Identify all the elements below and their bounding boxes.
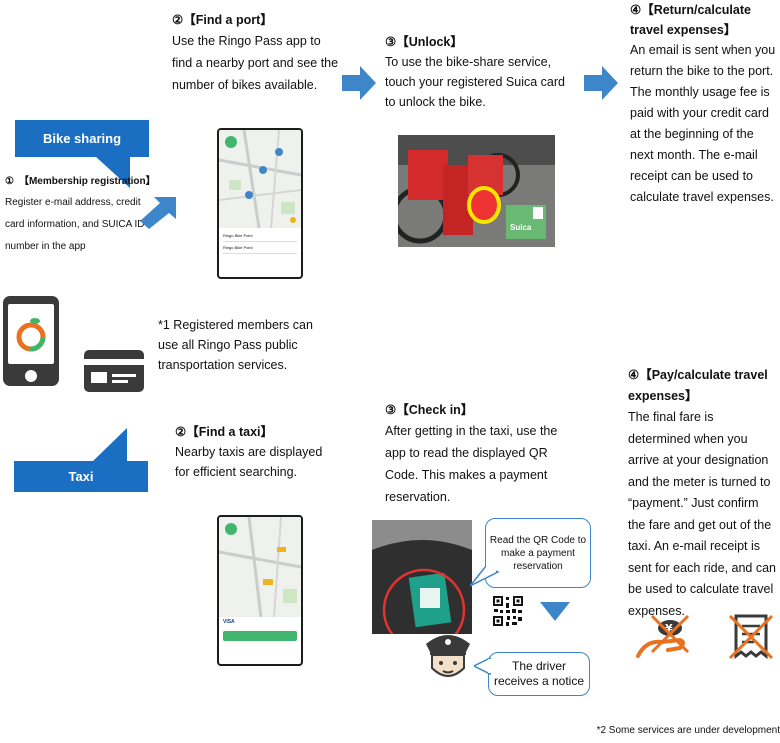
qr-callout: Read the QR Code to make a payment reser… [485,518,591,588]
app-screenshot-bike-map: Ringo Bike Point Ringo Bike Point [217,128,303,279]
bike-photo-art [398,135,555,247]
arrow-down-icon [540,602,570,621]
bike-sharing-label: Bike sharing [15,120,149,157]
taxi-text: Taxi [68,469,94,484]
app-payment-panel: VISA [223,619,297,641]
unlock-body: To use the bike-share service, touch you… [385,55,565,109]
arrow-to-unlock [342,66,376,100]
pay-title: ④【Pay/calculate travel expenses】 [628,368,768,403]
qr-callout-text: Read the QR Code to make a payment reser… [489,534,587,572]
app-map [219,517,301,618]
port-row[interactable]: Ringo Bike Point [223,242,297,254]
find-port-title: ②【Find a port】 [172,13,273,27]
pay-block: ④【Pay/calculate travel expenses】 The fin… [628,365,778,622]
suica-card-text: Suica [510,223,532,232]
unlock-title: ③【Unlock】 [385,35,463,49]
bike-sharing-bubble-tail [95,156,130,188]
return-body: An email is sent when you return the bik… [630,43,776,204]
card-brand-label: VISA [223,619,235,625]
driver-callout-tail [474,656,491,676]
smartphone-screen [8,304,54,364]
bike-sharing-text: Bike sharing [42,131,122,146]
card-line [112,380,128,383]
checkin-body: After getting in the taxi, use the app t… [385,424,558,504]
return-title: ④【Return/calculate travel expenses】 [630,3,751,37]
no-cash-payment-icon: ¥ [636,614,690,658]
driver-callout: The driver receives a notice [488,652,590,696]
ringo-app-logo-icon [16,318,46,352]
unlock-block: ③【Unlock】 To use the bike-share service,… [385,32,565,112]
map-streets [219,517,301,618]
credit-card-icon [84,350,144,392]
bike-unlock-photo: Suica [398,135,555,247]
pay-body: The final fare is determined when you ar… [628,410,777,618]
taxi-driver-icon [426,635,470,677]
svg-text:¥: ¥ [665,622,673,635]
card-line [112,374,136,377]
taxi-qr-photo [372,520,472,634]
find-port-block: ②【Find a port】 Use the Ringo Pass app to… [172,10,342,96]
membership-block: ① 【Membership registration】 Register e-m… [5,172,156,258]
qr-callout-tail [470,566,500,587]
find-taxi-block: ②【Find a taxi】 Nearby taxis are displaye… [175,422,335,482]
membership-body: Register e-mail address, credit card inf… [5,197,145,252]
taxi-bubble-tail [92,428,127,462]
card-stripe [84,359,144,365]
note-registered-members: *1 Registered members can use all Ringo … [158,318,313,372]
scan-qr-button[interactable] [223,631,297,641]
app-port-list: Ringo Bike Point Ringo Bike Point [223,230,297,254]
return-block: ④【Return/calculate travel expenses】 An e… [630,0,778,208]
card-chip [91,372,107,383]
arrow-to-find-port [140,197,176,229]
port-row[interactable]: Ringo Bike Point [223,230,297,242]
find-port-body: Use the Ringo Pass app to find a nearby … [172,34,339,92]
port-name: Ringo Bike Point [223,245,253,250]
map-streets [219,130,301,229]
checkin-block: ③【Check in】 After getting in the taxi, u… [385,400,565,508]
no-receipt-icon [728,614,774,660]
arrow-to-return [584,66,618,100]
membership-title: ① 【Membership registration】 [5,176,156,187]
taxi-photo-art [372,520,472,634]
smartphone-icon [3,296,59,386]
home-button-icon [25,370,37,382]
checkin-title: ③【Check in】 [385,403,474,417]
app-screenshot-taxi-map: VISA [217,515,303,666]
taxi-label: Taxi [14,461,148,492]
footnote-under-development: *2 Some services are under development [596,725,780,736]
qr-code-icon [492,595,524,627]
find-taxi-body: Nearby taxis are displayed for efficient… [175,445,323,479]
find-taxi-title: ②【Find a taxi】 [175,425,274,439]
port-name: Ringo Bike Point [223,233,253,238]
app-map [219,130,301,229]
driver-callout-text: The driver receives a notice [493,659,585,688]
